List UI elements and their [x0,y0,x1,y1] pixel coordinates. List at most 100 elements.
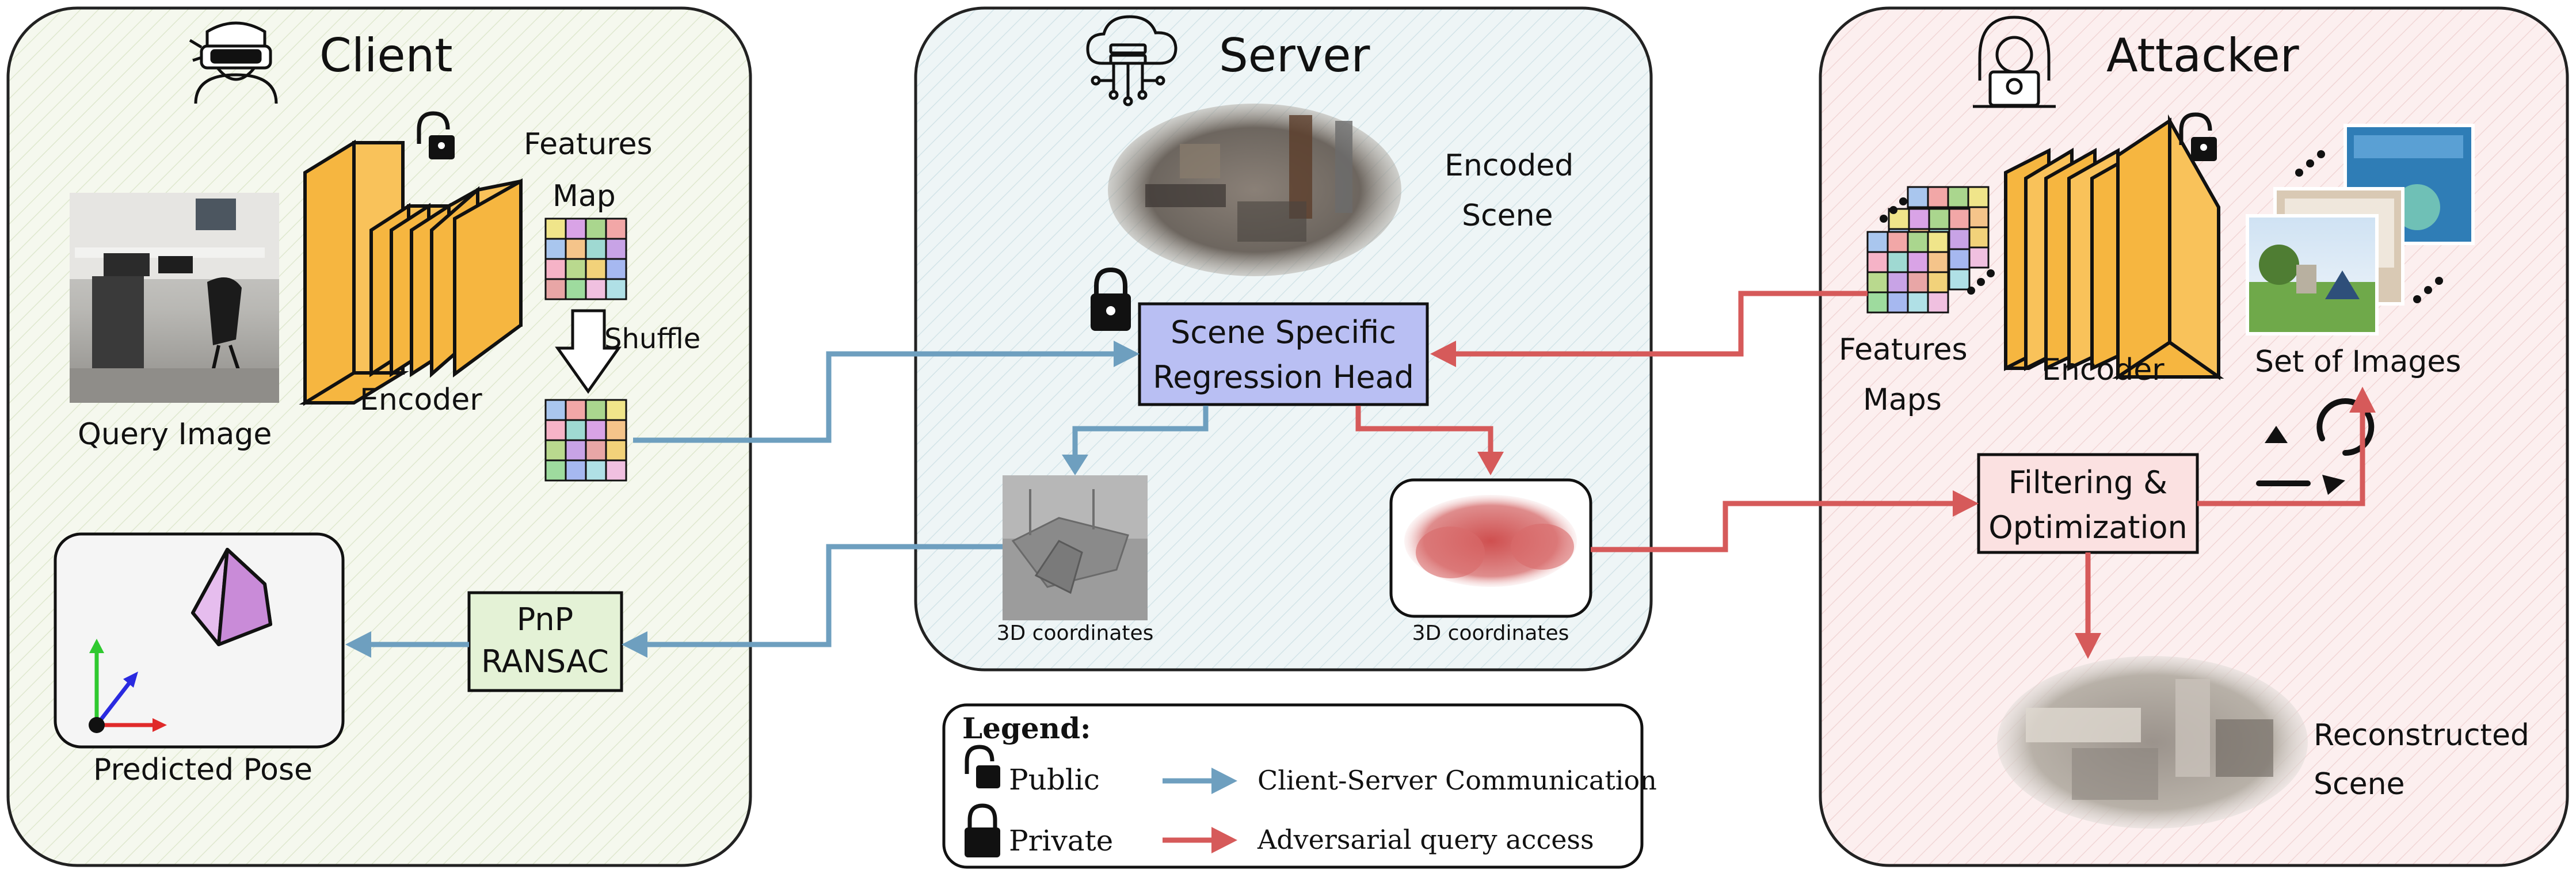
feature-cell [1948,248,1971,270]
feature-cell [544,399,567,421]
feature-cell [1948,228,1971,250]
feature-cell [1948,208,1971,230]
feature-cell [585,218,607,240]
arrow-coords-to-filter [1591,501,1954,552]
reconstructed-label-1: Reconstructed [2314,718,2529,753]
filtering-label-2: Optimization [1988,509,2187,546]
feature-cell [605,258,627,280]
coords-3d-left-image [1003,475,1148,620]
attacker-encoder-label: Encoder [2042,353,2165,387]
cloud-server-icon [1086,15,1178,106]
pnp-ransac-box [467,591,623,692]
features-map-label-1: Features [524,127,653,162]
feature-cell [1887,231,1909,253]
legend-client-server: Client-Server Communication [1257,765,1657,796]
feature-cell [565,399,587,421]
arrow-head-to-coords [1072,406,1209,460]
coords-3d-right-cloud [1404,495,1577,587]
feature-cell [544,439,567,462]
legend-private: Private [1009,824,1113,857]
feature-cell [585,419,607,441]
reconstructed-label-2: Scene [2314,767,2405,802]
features-maps-label-2: Maps [1863,383,1942,417]
arrowheads [345,341,2376,659]
features-map-label-2: Map [552,179,616,213]
feature-cell [605,399,627,421]
feature-cell [1907,291,1929,314]
feature-cell [1927,291,1949,314]
features-map-grid [544,218,627,300]
feature-cell [1866,271,1889,293]
feature-maps-dots [1880,197,1995,295]
feature-cell [1967,226,1990,249]
lock-open-icon [417,111,455,159]
feature-cell [1967,186,1990,208]
regression-head-box [1138,302,1429,406]
feature-cell [565,278,587,300]
feature-cell [1967,246,1990,269]
feature-cell [1866,251,1889,273]
legend-title: Legend: [962,711,1091,745]
arrow-coords-to-pnp [647,544,1003,647]
feature-cell [1866,231,1889,253]
query-image-label: Query Image [78,417,272,452]
feature-cell [565,459,587,482]
client-encoder [299,139,523,406]
legend-blue-arrow [1163,768,1237,794]
feature-cell [1927,251,1949,273]
feature-cell [585,439,607,462]
filtering-optimization-box [1977,453,2199,554]
shuffle-label: Shuffle [604,323,700,355]
feature-cell [605,278,627,300]
arrow-head-to-red-coords [1355,406,1493,455]
axes-icon [89,639,167,733]
encoded-scene-pointcloud [1108,104,1401,276]
regression-head-label-2: Regression Head [1153,359,1414,395]
arrows [368,291,2365,647]
feature-cell [605,439,627,462]
feature-cell [585,278,607,300]
server-title: Server [1219,29,1370,82]
feature-cell [1967,206,1990,228]
feature-cell [1866,291,1889,314]
feature-cell [565,238,587,260]
hacker-icon [1973,16,2056,108]
predicted-pose-label: Predicted Pose [93,753,313,787]
legend-box [942,703,1644,869]
feature-cell [605,419,627,441]
legend-adversarial: Adversarial query access [1257,824,1594,855]
legend-public: Public [1009,763,1100,796]
coords-3d-left-label: 3D coordinates [997,621,1154,645]
feature-cell [1907,271,1929,293]
feature-cell [565,218,587,240]
camera-frustum-icon [191,548,272,646]
vr-headset-user-icon [189,21,278,104]
legend-red-arrow [1163,827,1237,853]
features-maps-label-1: Features [1839,333,1968,367]
feature-cell [1907,186,1929,208]
attacker-encoder [2004,114,2224,380]
query-image [70,193,279,403]
feature-cell [544,419,567,441]
reconstructed-scene [1997,656,2308,829]
feature-cell [605,218,627,240]
attacker-feature-maps [1866,186,1990,314]
encoded-scene-label-2: Scene [1462,199,1553,233]
client-title: Client [319,29,453,82]
regression-head-label-1: Scene Specific [1171,314,1396,350]
feature-cell [1887,291,1909,314]
lock-closed-icon [1091,267,1131,331]
feature-cell [544,278,567,300]
feature-cell [565,258,587,280]
feature-cell [544,258,567,280]
feature-cell [1908,208,1930,230]
shuffled-features-grid [544,399,627,482]
feature-cell [585,258,607,280]
feature-cell [1887,271,1909,293]
set-of-images [2246,124,2475,335]
feature-cell [544,238,567,260]
feature-cell [565,419,587,441]
lock-open-icon [2179,112,2217,161]
feature-cell [1927,186,1949,208]
